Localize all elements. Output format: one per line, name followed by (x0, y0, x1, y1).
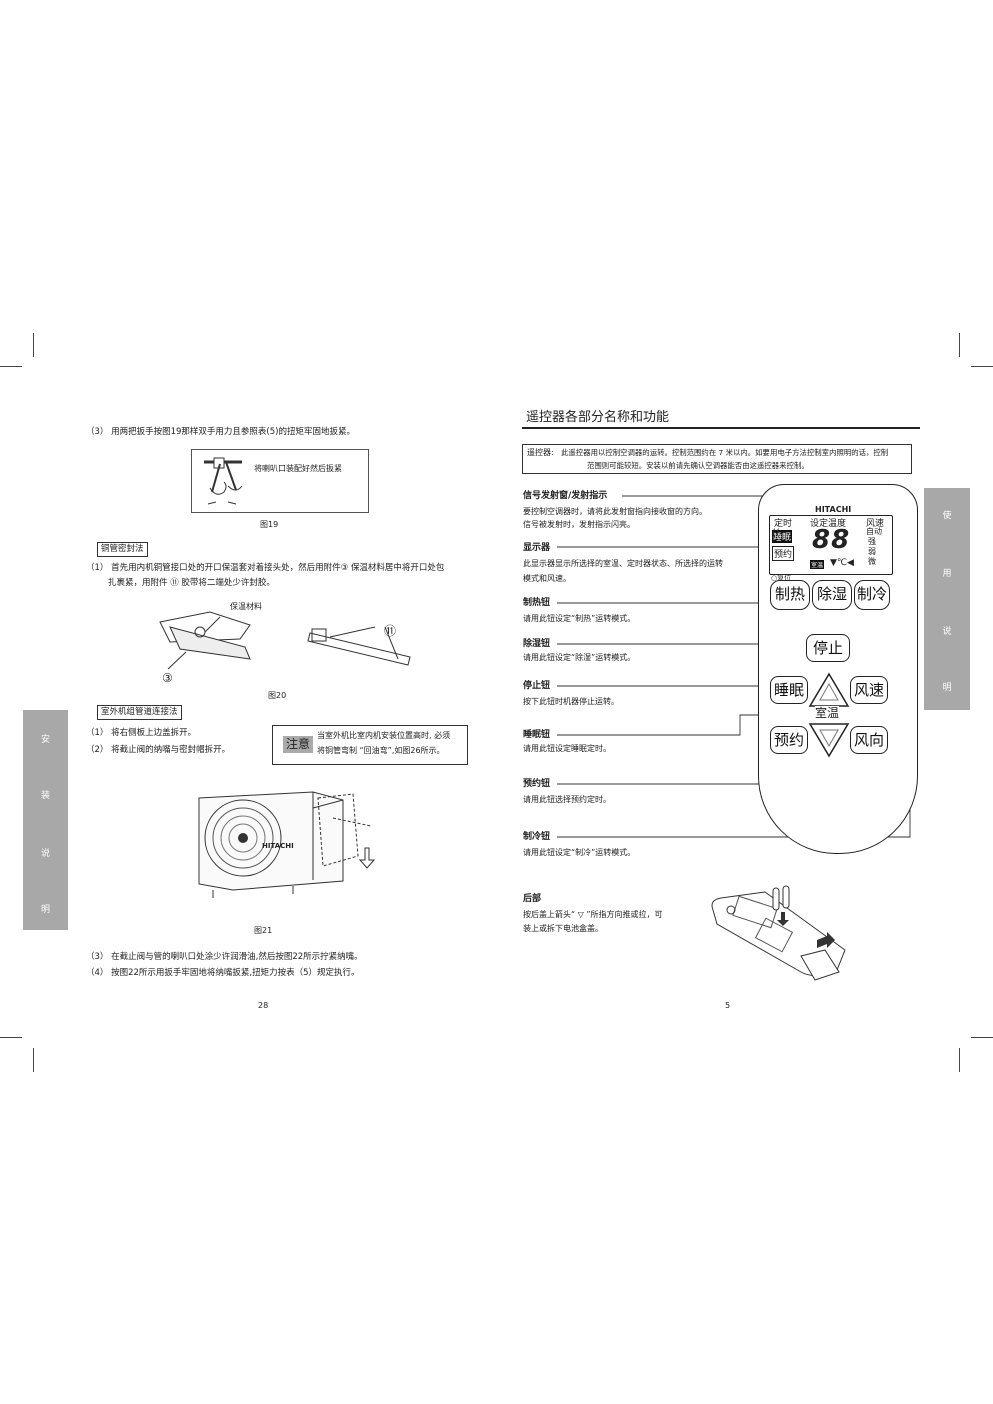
rear-text-1: 按后盖上箭头“ ▽ ”所指方向推或拉，可 (523, 910, 663, 919)
sleep-button[interactable]: 睡眠 (770, 676, 808, 704)
intro-label: 遥控器: (527, 448, 554, 457)
fan-direction-button[interactable]: 风向 (850, 726, 888, 754)
title-underline (522, 427, 920, 429)
crop-mark (971, 1037, 993, 1038)
intro-box: 遥控器: 此遥控器用以控制空调器的运转。控制范围约在 7 米以内。如要用电子方法… (522, 444, 912, 474)
figure-21-outdoor-unit (198, 791, 376, 898)
left-side-tab-char: 说 (40, 849, 50, 859)
step-3-bottom: （3） 在截止阀与管的喇叭口处涂少许润滑油,然后按图22所示拧紧纳嘴。 (86, 952, 363, 962)
right-page-number: 5 (725, 1001, 731, 1010)
crop-mark (33, 1048, 34, 1072)
lcd-timer: 定时 (774, 519, 793, 529)
lcd-sleep: 睡眠 (772, 530, 793, 543)
notice-text-1: 当室外机比室内机安装位置高时, 必须 (317, 731, 451, 740)
section-copper-seal: 铜管密封法 (97, 542, 148, 557)
figure-20-label-insulation: 保温材料 (230, 602, 262, 611)
section-outdoor-pipe: 室外机组管道连接法 (97, 705, 182, 720)
figure-20-label-3: ③ (162, 671, 173, 685)
crop-mark (959, 333, 960, 357)
right-side-tab-char: 用 (942, 569, 952, 579)
crop-mark (971, 366, 993, 367)
item-text-display-1: 此显示器显示所选择的室温、定时器状态、所选择的运转 (523, 559, 723, 568)
lcd-reset: ○复位 (771, 574, 792, 582)
left-page-number: 28 (258, 1001, 269, 1010)
signal-emitter-icon: (( (772, 528, 780, 539)
lcd-reserve: 预约 (772, 546, 795, 561)
item-head-signal: 信号发射窗/发射指示 (523, 491, 608, 501)
figure-20-caption: 图20 (268, 691, 287, 700)
notice-tag: 注意 (283, 736, 314, 753)
figure-21-caption: 图21 (254, 926, 273, 935)
right-side-tab-char: 明 (942, 683, 952, 693)
outdoor-step-2: （2） 将截止阀的纳嘴与密封帽拆开。 (86, 745, 231, 755)
item-head-heat: 制热钮 (523, 598, 551, 608)
lcd-fan: 风速 (866, 519, 885, 529)
item-text-cool: 请用此钮设定“制冷”运转模式。 (523, 848, 636, 857)
lcd-digits: 88 (812, 525, 851, 555)
step-4-bottom: （4） 按图22所示用扳手牢固地将纳嘴扳紧,扭矩力按表（5）规定执行。 (86, 968, 360, 978)
right-side-tab: 使 用 说 明 (924, 488, 970, 710)
figure-19-caption: 图19 (260, 520, 279, 529)
intro-text-1: 此遥控器用以控制空调器的运转。控制范围约在 7 米以内。如要用电子方法控制室内照… (561, 448, 889, 457)
rear-head: 后部 (523, 894, 542, 904)
item-text-sleep: 请用此钮设定睡眠定时。 (523, 744, 611, 753)
item-head-sleep: 睡眠钮 (523, 730, 551, 740)
right-side-tab-char: 使 (942, 511, 952, 521)
item-head-reserve: 预约钮 (523, 779, 551, 789)
lcd-high: 强 (868, 537, 876, 546)
item-head-dehumid: 除湿钮 (523, 639, 551, 649)
copper-seal-step-1-cont: 扎裹紧，用附件 ⑪ 胶带将二端处少许封胶。 (108, 578, 275, 588)
left-side-tab-char: 明 (40, 905, 50, 915)
item-head-cool: 制冷钮 (523, 832, 551, 842)
item-text-display-2: 模式和风速。 (523, 574, 571, 583)
figure-20-label-11: ⑪ (384, 624, 397, 638)
figure-21-brand: HITACHI (262, 842, 294, 850)
stop-button[interactable]: 停止 (806, 634, 850, 662)
remote-lcd: 定时 设定温度 风速 睡眠 预约 88 自动 强 弱 微 室温 ▼℃◀ (769, 515, 893, 575)
left-side-tab-char: 装 (40, 791, 50, 801)
fan-speed-button[interactable]: 风速 (850, 676, 888, 704)
item-text-dehumid: 请用此钮设定“除湿”运转模式。 (523, 653, 636, 662)
room-temp-label: 室温 (815, 706, 840, 720)
lcd-settemp: 设定温度 (810, 519, 847, 529)
rear-text-2: 装上或拆下电池盒盖。 (523, 924, 603, 933)
copper-seal-step-1: （1） 首先用内机铜管接口处的开口保温套对着接头处，然后用附件③ 保温材料居中将… (86, 563, 445, 573)
left-side-tab-char: 安 (40, 735, 50, 745)
item-text-stop: 按下此钮时机器停止运转。 (523, 697, 619, 706)
crop-mark (0, 366, 22, 367)
figure-19-note: 将喇叭口装配好然后扳紧 (254, 464, 342, 473)
outdoor-step-1: （1） 将右侧板上边盖拆开。 (86, 728, 197, 738)
remote-control: HITACHI 定时 设定温度 风速 睡眠 预约 88 自动 强 弱 微 室温 … (758, 484, 918, 854)
left-side-tab: 安 装 说 明 (23, 710, 68, 930)
rear-battery-illustration (711, 885, 846, 981)
crop-mark (0, 1037, 22, 1038)
lcd-auto: 自动 (866, 527, 882, 536)
remote-brand: HITACHI (815, 505, 852, 514)
figure-19: 将喇叭口装配好然后扳紧 (191, 449, 369, 513)
item-text-signal-1: 要控制空调器时，请将此发射窗指向接收窗的方向。 (523, 507, 707, 516)
crop-mark (959, 1048, 960, 1072)
item-text-signal-2: 信号被发射时，发射指示闪亮。 (523, 520, 635, 529)
item-head-display: 显示器 (523, 543, 551, 553)
notice-box: 注意 当室外机比室内机安装位置高时, 必须 将铜管弯制 “回油弯”,如图26所示… (272, 725, 468, 765)
notice-text-2: 将铜管弯制 “回油弯”,如图26所示。 (317, 746, 445, 755)
heat-button[interactable]: 制热 (770, 580, 810, 610)
lcd-micro: 微 (868, 557, 876, 566)
dehumid-button[interactable]: 除湿 (812, 580, 852, 610)
lcd-weak: 弱 (868, 547, 876, 556)
crop-mark (33, 333, 34, 357)
cool-button[interactable]: 制冷 (854, 580, 890, 610)
wrench-illustration (204, 457, 243, 505)
lcd-degree: ▼℃◀ (830, 558, 854, 568)
item-text-heat: 请用此钮设定“制热”运转模式。 (523, 614, 636, 623)
lcd-room: 室温 (810, 560, 825, 569)
intro-text-2: 范围则可能较短。安装以前请先确认空调器能否由这遥控器来控制。 (587, 461, 809, 470)
item-text-reserve: 请用此钮选择预约定时。 (523, 795, 611, 804)
right-side-tab-char: 说 (942, 627, 952, 637)
reserve-button[interactable]: 预约 (770, 726, 808, 754)
page-title: 遥控器各部分名称和功能 (526, 410, 670, 425)
item-head-stop: 停止钮 (523, 681, 551, 691)
figure-20-illustration (159, 611, 411, 670)
step-3-top: （3） 用两把扳手按图19那样双手用力且参照表(5)的扭矩牢固地扳紧。 (86, 427, 355, 437)
